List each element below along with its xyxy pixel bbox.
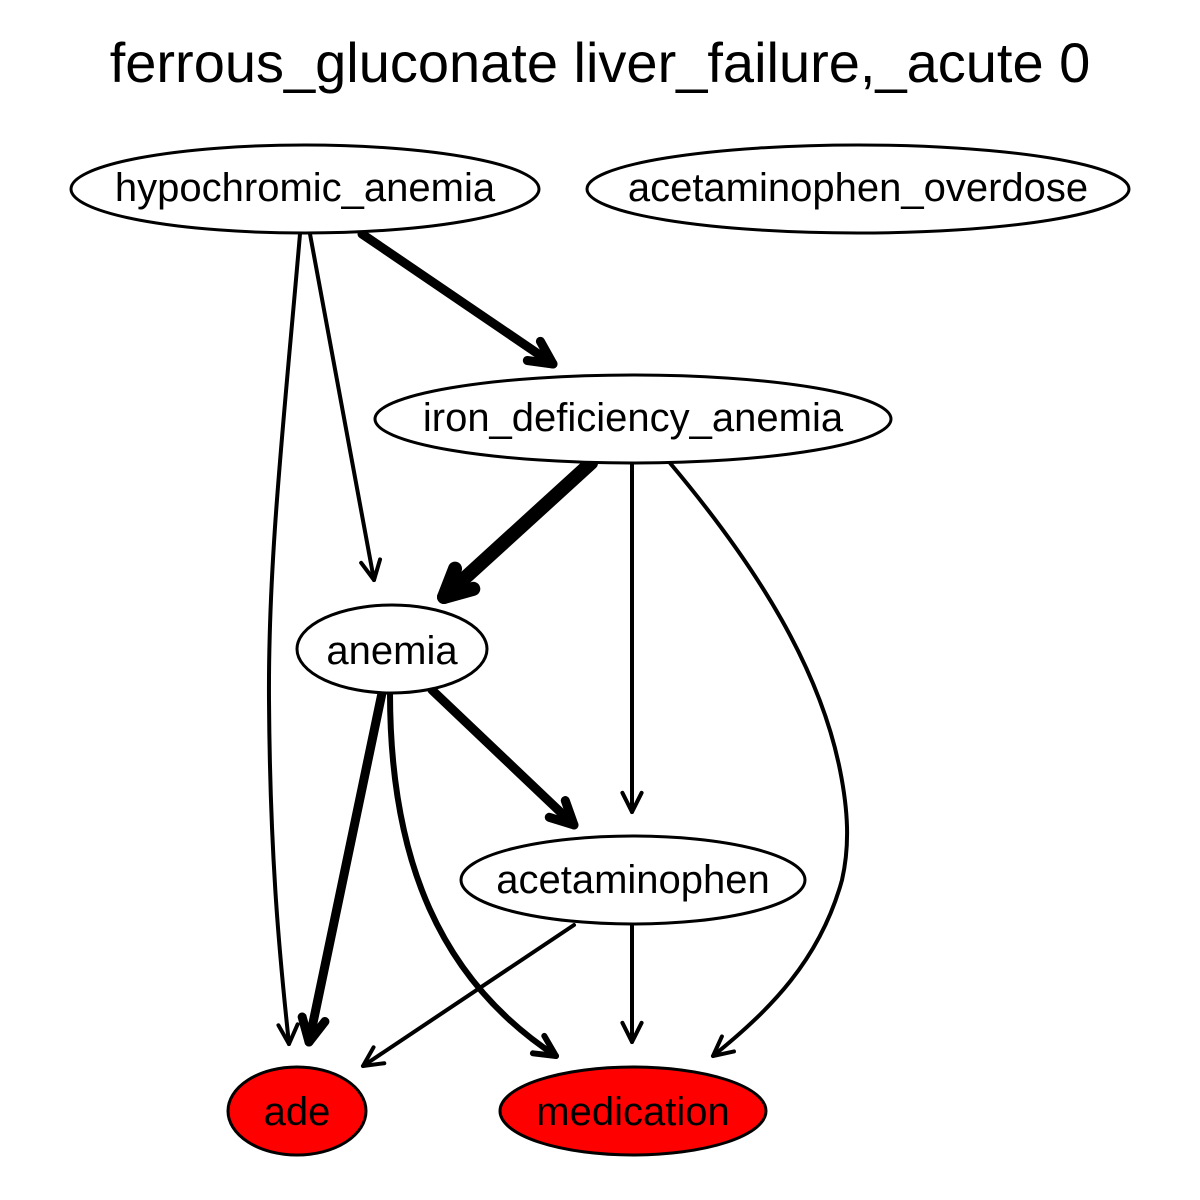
edge-line <box>266 232 302 1046</box>
node-label-iron-deficiency-anemia: iron_deficiency_anemia <box>423 396 844 440</box>
arrowhead <box>522 336 558 369</box>
node-label-medication: medication <box>536 1090 729 1134</box>
node-label-anemia: anemia <box>326 629 458 673</box>
arrowhead <box>529 1032 559 1059</box>
graph-title: ferrous_gluconate liver_failure,_acute 0 <box>110 31 1091 94</box>
edge-iron-deficiency-anemia-to-anemia <box>437 456 598 604</box>
arrowhead <box>437 561 481 604</box>
edge-layer <box>266 229 850 1068</box>
node-medication: medication <box>498 1065 768 1157</box>
node-acetaminophen: acetaminophen <box>459 834 807 926</box>
edge-line <box>387 690 559 1059</box>
edge-acetaminophen-to-ade <box>361 923 576 1068</box>
node-anemia: anemia <box>295 603 489 695</box>
arrowhead <box>361 1045 387 1068</box>
edge-iron-deficiency-anemia-to-medication <box>668 461 850 1058</box>
node-layer: hypochromic_anemia acetaminophen_overdos… <box>69 143 1131 1157</box>
edge-line <box>304 688 387 1047</box>
node-label-ade: ade <box>264 1090 331 1134</box>
node-label-acetaminophen: acetaminophen <box>496 858 770 902</box>
node-label-acetaminophen-overdose: acetaminophen_overdose <box>628 166 1088 210</box>
edge-line <box>427 685 579 830</box>
arrowhead <box>297 1012 330 1047</box>
arrowhead <box>276 1022 300 1046</box>
arrowhead <box>711 1034 736 1058</box>
edge-line <box>357 229 558 369</box>
edge-anemia-to-medication <box>387 690 559 1059</box>
arrowhead <box>620 1020 644 1044</box>
node-ade: ade <box>226 1065 368 1157</box>
edge-line <box>308 232 376 582</box>
node-label-hypochromic-anemia: hypochromic_anemia <box>115 166 496 210</box>
edge-line <box>668 461 850 1058</box>
edge-hypochromic-anemia-to-anemia <box>308 232 383 582</box>
edge-acetaminophen-to-medication <box>620 923 644 1044</box>
arrowhead <box>544 796 579 830</box>
edge-line <box>437 456 598 604</box>
node-iron-deficiency-anemia: iron_deficiency_anemia <box>373 373 893 465</box>
edge-iron-deficiency-anemia-to-acetaminophen <box>620 461 644 814</box>
edge-hypochromic-anemia-to-iron-deficiency-anemia <box>357 229 558 369</box>
edge-line <box>361 923 576 1068</box>
node-hypochromic-anemia: hypochromic_anemia <box>69 143 541 235</box>
arrowhead <box>359 557 383 582</box>
edge-anemia-to-ade <box>297 688 387 1047</box>
node-acetaminophen-overdose: acetaminophen_overdose <box>585 143 1131 235</box>
edge-hypochromic-anemia-to-ade <box>266 232 302 1046</box>
edge-anemia-to-acetaminophen <box>427 685 579 830</box>
arrowhead <box>620 790 644 814</box>
